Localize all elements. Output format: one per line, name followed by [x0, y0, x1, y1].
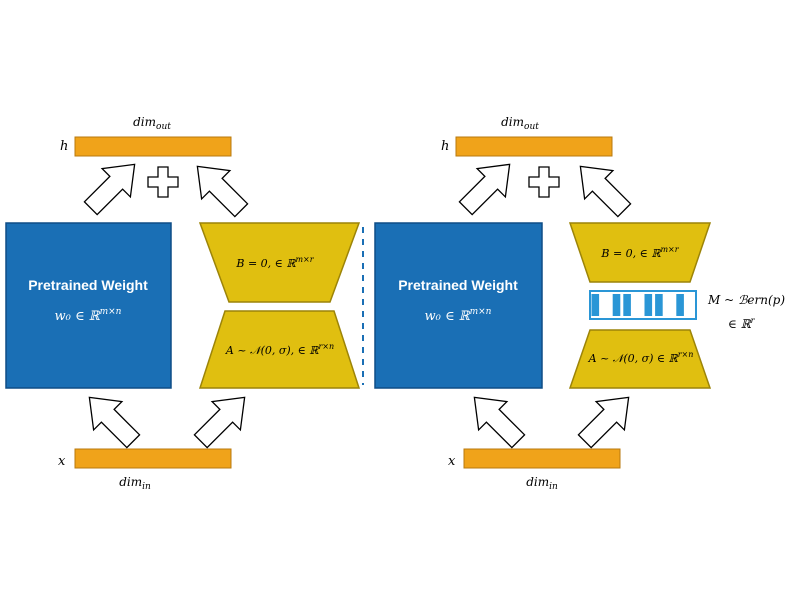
right-arrow-weight-to-output-icon: [450, 149, 525, 224]
right-mask-formula: M ~ ℬern(p): [707, 293, 785, 307]
left-arrow-input-to-weight-icon: [74, 382, 149, 457]
mask-cell-kept: [612, 294, 621, 316]
left-A-formula: A ~ 𝒩(0, σ), ∈ ℝr×n: [225, 342, 334, 357]
right-adapter-B: [568, 222, 712, 283]
left-arrow-adapter-to-output-icon: [182, 151, 257, 226]
right-output-bar: [455, 136, 613, 157]
mask-cell-kept: [655, 294, 663, 316]
left-pretrained-weight-block: [5, 222, 172, 389]
right-arrow-adapter-to-output-icon: [565, 151, 640, 226]
left-arrow-weight-to-output-icon: [75, 149, 150, 224]
left-adapter-B: [198, 222, 361, 303]
right-B-formula: B = 0, ∈ ℝm×r: [600, 245, 679, 260]
left-h-label: h: [60, 139, 68, 154]
left-output-bar: [74, 136, 232, 157]
right-mask-space: ∈ ℝr: [728, 316, 756, 331]
right-dim-out-label: dimout: [501, 115, 539, 132]
right-weight-formula: w₀ ∈ ℝm×n: [425, 307, 492, 324]
right-h-label: h: [441, 139, 449, 154]
mask-cell-kept: [644, 294, 653, 316]
left-plus-icon: [147, 166, 179, 198]
left-adapter-A: [198, 310, 361, 389]
right-arrow-input-to-weight-icon: [459, 382, 534, 457]
right-dropout-mask: [589, 290, 697, 320]
right-input-bar: [463, 448, 621, 469]
left-x-label: x: [58, 454, 66, 469]
mask-cell-kept: [676, 294, 684, 316]
right-x-label: x: [448, 454, 456, 469]
right-pretrained-weight-block: [374, 222, 543, 389]
right-weight-title: Pretrained Weight: [398, 277, 518, 293]
mask-cell-kept: [623, 294, 631, 316]
right-arrow-input-to-adapter-icon: [569, 382, 644, 457]
left-weight-formula: w₀ ∈ ℝm×n: [55, 307, 122, 324]
left-input-bar: [74, 448, 232, 469]
left-arrow-input-to-adapter-icon: [185, 382, 260, 457]
right-panel: dimout h Pretrained Weight w₀ ∈ ℝm×n B =…: [374, 115, 785, 492]
left-B-formula: B = 0, ∈ ℝm×r: [235, 255, 314, 270]
right-A-formula: A ~ 𝒩(0, σ) ∈ ℝr×n: [588, 350, 694, 365]
right-dim-in-label: dimin: [526, 475, 558, 492]
left-dim-in-label: dimin: [119, 475, 151, 492]
right-adapter-A: [568, 329, 712, 389]
right-plus-icon: [528, 166, 560, 198]
left-dim-out-label: dimout: [133, 115, 171, 132]
left-weight-title: Pretrained Weight: [28, 277, 148, 293]
left-panel: dimout h Pretrained Weight w₀ ∈ ℝm×n B =…: [5, 115, 361, 492]
mask-cell-kept: [591, 294, 600, 316]
